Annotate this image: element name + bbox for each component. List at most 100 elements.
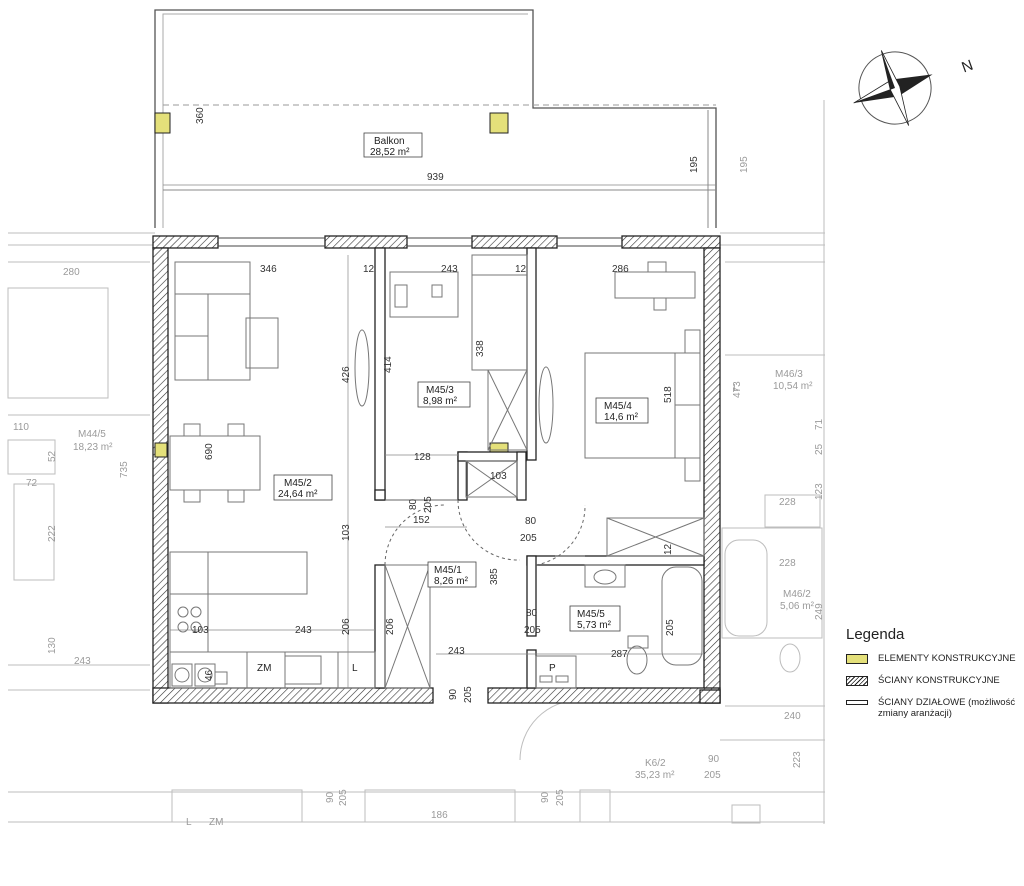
room-box bbox=[595, 397, 649, 424]
dim: 228 bbox=[779, 558, 796, 569]
neighbor-label: M44/5 bbox=[78, 429, 106, 440]
dim: 205 bbox=[423, 496, 434, 513]
neighbor-label: M46/3 bbox=[775, 369, 803, 380]
dim: 206 bbox=[341, 618, 352, 635]
dim: 90 bbox=[540, 791, 551, 803]
dim: 473 bbox=[732, 381, 743, 398]
structural-column bbox=[489, 112, 509, 134]
partition-wall-swatch bbox=[846, 700, 868, 705]
dim: 243 bbox=[441, 264, 458, 275]
room-id: M45/1 bbox=[434, 565, 462, 576]
legend-item: ŚCIANY KONSTRUKCYJNE bbox=[846, 675, 1024, 686]
balcony-name: Balkon bbox=[374, 136, 405, 147]
dim: 518 bbox=[663, 386, 674, 403]
dim: 110 bbox=[13, 422, 29, 433]
dim: 103 bbox=[192, 625, 209, 636]
room-box bbox=[273, 474, 333, 501]
dim: 12 bbox=[363, 264, 375, 275]
dim: 939 bbox=[427, 172, 444, 183]
dim: 249 bbox=[814, 603, 825, 620]
dim: 123 bbox=[814, 483, 825, 500]
dim: 195 bbox=[739, 156, 750, 173]
structural-element-swatch bbox=[846, 654, 868, 664]
room-labels: M45/2 24,64 m² M45/3 8,98 m² M45/4 14,6 … bbox=[273, 381, 649, 632]
legend-label: ŚCIANY KONSTRUKCYJNE bbox=[878, 675, 1000, 686]
legend-item: ELEMENTY KONSTRUKCYJNE bbox=[846, 653, 1024, 664]
neighbor-area: 5,06 m² bbox=[780, 601, 815, 612]
neighbor-label: K6/2 bbox=[645, 758, 666, 769]
dim: 128 bbox=[414, 452, 431, 463]
balcony-area: 28,52 m² bbox=[370, 147, 410, 158]
dim: 735 bbox=[119, 461, 130, 478]
cabinet-label-neighbor-right: L bbox=[733, 383, 739, 394]
dim: 12 bbox=[663, 543, 674, 555]
room-box bbox=[417, 381, 471, 408]
structural-column bbox=[154, 112, 171, 134]
legend-label: ELEMENTY KONSTRUKCYJNE bbox=[878, 653, 1016, 664]
dim: 130 bbox=[47, 637, 58, 654]
dim: 103 bbox=[341, 524, 352, 541]
room-area: 24,64 m² bbox=[278, 489, 318, 500]
partition-walls bbox=[374, 247, 705, 689]
dimension-lines bbox=[163, 184, 716, 688]
dim: 280 bbox=[63, 267, 80, 278]
cabinet-label: L bbox=[352, 663, 358, 674]
dim: 205 bbox=[520, 533, 537, 544]
neighbor-area: 18,23 m² bbox=[73, 442, 113, 453]
structural-walls bbox=[152, 235, 721, 704]
fridge-label-neighbor: ZM bbox=[209, 817, 223, 828]
dim: 222 bbox=[47, 525, 58, 542]
dim: 71 bbox=[814, 418, 825, 430]
legend-label: ŚCIANY DZIAŁOWE (możliwość zmiany aranża… bbox=[878, 697, 1016, 719]
dim: 80 bbox=[526, 608, 538, 619]
dim: 205 bbox=[665, 619, 676, 636]
neighbor-area: 35,23 m² bbox=[635, 770, 675, 781]
balcony: Balkon 28,52 m² bbox=[154, 9, 717, 228]
room-area: 8,98 m² bbox=[423, 396, 458, 407]
legend-title: Legenda bbox=[846, 626, 905, 643]
dim: 223 bbox=[792, 751, 803, 768]
dim: 243 bbox=[295, 625, 312, 636]
neighbor-area: 10,54 m² bbox=[773, 381, 813, 392]
furniture bbox=[169, 254, 705, 689]
dim: 346 bbox=[260, 264, 277, 275]
dim: 80 bbox=[525, 516, 537, 527]
dim: 414 bbox=[383, 356, 394, 373]
dim: 90 bbox=[448, 688, 459, 700]
washer-label: P bbox=[549, 663, 556, 674]
windows bbox=[218, 237, 622, 247]
dim: 205 bbox=[338, 789, 349, 806]
doors bbox=[384, 499, 586, 566]
dim: 186 bbox=[431, 810, 448, 821]
fixture-labels: ZM L P ZM L L bbox=[186, 383, 739, 828]
north-arrow-icon bbox=[853, 50, 933, 126]
neighbor-label: M46/2 bbox=[783, 589, 811, 600]
balcony-label-box bbox=[363, 132, 423, 158]
dim: 46 bbox=[204, 669, 215, 681]
dim: 243 bbox=[74, 656, 91, 667]
dim: 206 bbox=[385, 618, 396, 635]
fridge-label: ZM bbox=[257, 663, 271, 674]
structural-wall-swatch bbox=[846, 676, 868, 686]
dim: 338 bbox=[475, 340, 486, 357]
dim: 72 bbox=[26, 478, 38, 489]
room-id: M45/2 bbox=[284, 478, 312, 489]
room-id: M45/4 bbox=[604, 401, 632, 412]
room-area: 5,73 m² bbox=[577, 620, 612, 631]
cabinet-label-neighbor: L bbox=[186, 817, 192, 828]
dim: 205 bbox=[555, 789, 566, 806]
dim: 152 bbox=[413, 515, 430, 526]
dim: 80 bbox=[408, 498, 419, 510]
dim: 205 bbox=[704, 770, 721, 781]
dim: 287 bbox=[611, 649, 628, 660]
dim: 12 bbox=[515, 264, 527, 275]
dim: 205 bbox=[463, 686, 474, 703]
dim: 286 bbox=[612, 264, 629, 275]
dim: 205 bbox=[524, 625, 541, 636]
dim: 103 bbox=[490, 471, 507, 482]
dim: 25 bbox=[814, 443, 825, 455]
room-area: 14,6 m² bbox=[604, 412, 639, 423]
dim: 360 bbox=[195, 107, 206, 124]
dim: 243 bbox=[448, 646, 465, 657]
dim: 385 bbox=[489, 568, 500, 585]
